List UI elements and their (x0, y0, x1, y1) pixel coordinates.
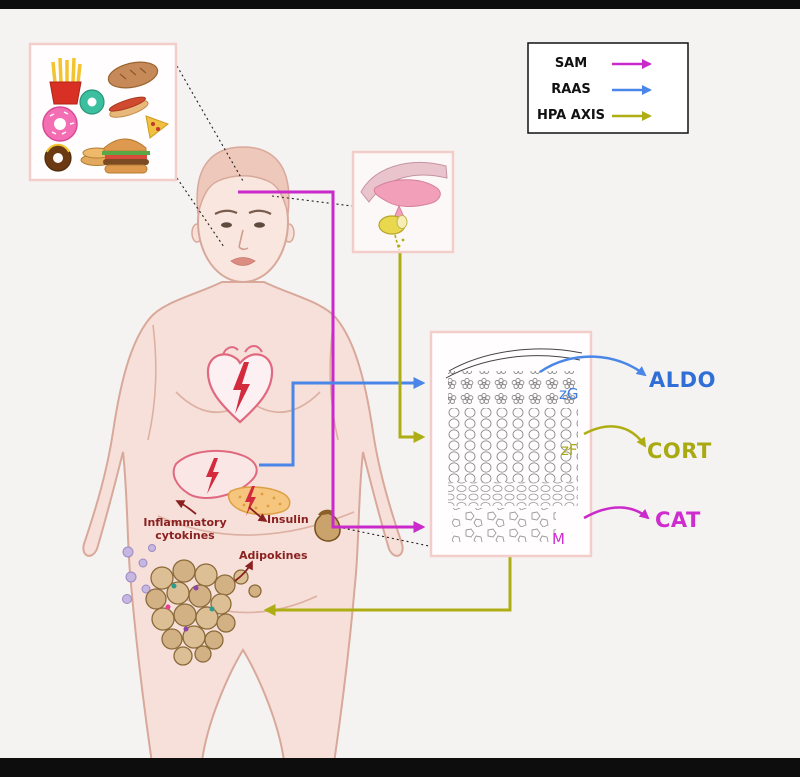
adrenal-box (429, 330, 593, 558)
fries-icon (49, 57, 82, 105)
zone-label-m: M (552, 530, 565, 548)
hormone-label-cort: CORT (647, 439, 712, 463)
pituitary-box (351, 150, 455, 254)
dotted-food-to-head-1 (176, 65, 244, 182)
stress-bolt-icon (245, 486, 256, 516)
cort-arrow (583, 425, 647, 448)
inflammatory-cytokines-label: Inflammatory cytokines (143, 516, 227, 543)
zone-label-zg: zG (559, 385, 579, 403)
insulin-arrow (248, 506, 268, 522)
junk-food-illustration (42, 57, 170, 174)
adipose-tissue-icon (145, 559, 236, 666)
mint-donut-icon (79, 89, 105, 115)
bread-icon (107, 61, 159, 89)
zona-glomerulosa-cells (448, 371, 578, 408)
hormone-label-aldo: ALDO (649, 368, 716, 392)
heart-icon (206, 345, 274, 424)
cat-arrow (583, 506, 650, 520)
pancreas-icon (227, 486, 291, 516)
bottom-frame-bar (0, 758, 800, 777)
legend-box (527, 42, 689, 134)
zona-fasciculata-cells (448, 408, 578, 482)
dotted-kidney-to-adrenal (337, 526, 430, 547)
capsule-line-2 (448, 348, 583, 372)
zone-label-zf: zF (561, 441, 578, 459)
hypothalamus-pituitary-illustration (360, 162, 448, 251)
adipokines-arrow (234, 560, 253, 582)
chocolate-donut-icon (44, 143, 72, 172)
adrenal-histology-illustration (445, 348, 583, 542)
cytokines-arrow (175, 500, 197, 515)
dotted-head-to-pituitary (271, 195, 353, 207)
dotted-connectors (176, 65, 430, 547)
dotted-food-to-head-2 (176, 177, 225, 248)
stress-bolt-icon (233, 362, 250, 414)
legend-label-raas: RAAS (551, 82, 591, 97)
junk-food-box (28, 42, 178, 182)
cytokine-dots-icon (122, 544, 156, 604)
obese-human-silhouette (82, 146, 404, 771)
aldo-arrow (539, 355, 647, 377)
top-frame-bar (0, 0, 800, 9)
insulin-label: Insulin (267, 513, 309, 526)
raas-pathway-line (259, 377, 426, 467)
zona-reticularis-cells (448, 482, 578, 506)
hpa-pathway-line (398, 253, 426, 443)
burger-icon (102, 138, 150, 174)
hpa-feedback-line (263, 557, 512, 616)
pink-donut-icon (42, 106, 78, 142)
hot-dog-icon (108, 96, 149, 118)
hair (196, 146, 290, 215)
adipokines-label: Adipokines (239, 549, 308, 562)
face-features (214, 209, 272, 266)
medulla-cells (452, 508, 556, 542)
legend-label-hpa: HPA AXIS (536, 108, 606, 123)
hormone-label-cat: CAT (655, 508, 701, 532)
adipose-marker-dots (165, 583, 215, 632)
legend-label-sam: SAM (554, 56, 588, 71)
liver-icon (172, 449, 258, 499)
annotation-arrows (175, 500, 268, 582)
pizza-icon (145, 115, 170, 139)
stress-bolt-icon (206, 458, 219, 494)
sam-pathway-line (238, 190, 426, 533)
